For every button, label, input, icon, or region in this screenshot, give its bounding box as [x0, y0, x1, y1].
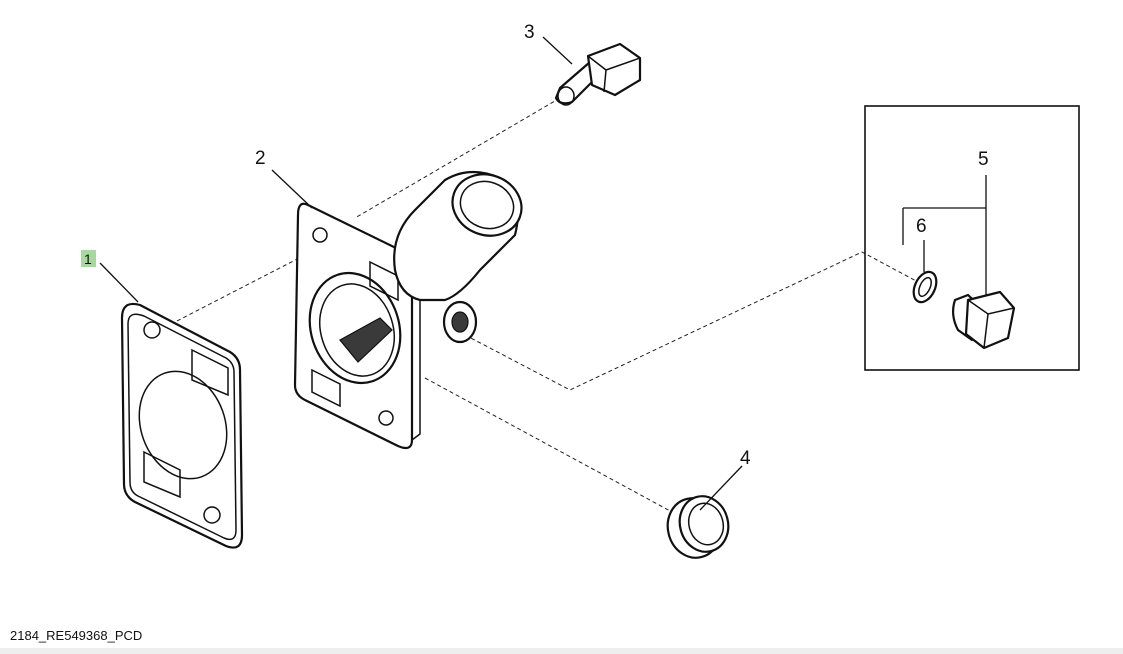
callout-1[interactable]: 1	[84, 251, 92, 267]
callout-3[interactable]: 3	[524, 22, 535, 43]
detail-box	[864, 105, 1080, 371]
drawing-id-label: 2184_RE549368_PCD	[10, 628, 143, 643]
plug-icon[interactable]	[951, 290, 1016, 350]
callout-6[interactable]: 6	[916, 216, 927, 237]
callout-2[interactable]: 2	[255, 148, 266, 169]
flange-bolt-icon[interactable]	[554, 42, 642, 106]
thermostat-housing-icon[interactable]	[293, 165, 530, 450]
assembly-lines	[174, 97, 921, 513]
callout-1-highlight	[81, 250, 96, 267]
bottom-bar	[0, 648, 1123, 654]
leader-lines	[99, 36, 987, 511]
gasket-icon[interactable]	[120, 302, 244, 549]
callout-5[interactable]: 5	[978, 149, 989, 170]
seal-ring-icon[interactable]	[661, 491, 734, 564]
o-ring-icon[interactable]	[909, 268, 941, 305]
callout-4[interactable]: 4	[740, 448, 751, 469]
